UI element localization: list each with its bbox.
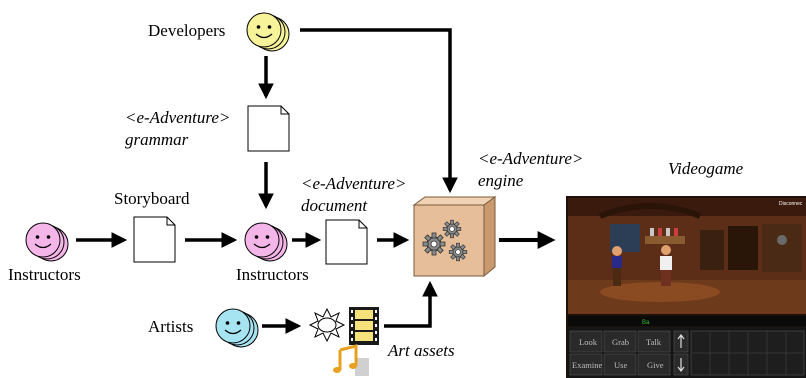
page-fold: [166, 217, 175, 226]
verb-label: Use: [614, 360, 627, 370]
videogame-label: Videogame: [668, 159, 744, 178]
adventure-document-icon: [325, 219, 368, 265]
arrow-down-icon: [677, 358, 685, 372]
arrow-up-icon: [677, 334, 685, 348]
art-assets-label: Art assets: [387, 341, 455, 360]
game-status-text: Ba: [642, 320, 650, 326]
grammar-tag-label: <e-Adventure>: [125, 108, 230, 127]
verb-examine-button[interactable]: [569, 353, 603, 376]
verb-look-button[interactable]: [569, 330, 603, 353]
developers-faces-icon: [246, 12, 290, 52]
instructors-left-faces-icon: [25, 222, 69, 262]
verb-label: Grab: [612, 337, 629, 347]
gear-icon: [422, 232, 446, 256]
verb-talk-button[interactable]: [637, 330, 671, 353]
verb-label: Talk: [646, 337, 662, 347]
face-icon: [244, 222, 280, 258]
verb-use-button[interactable]: [603, 353, 637, 376]
instructors-left-label: Instructors: [8, 265, 81, 284]
engine-word-label: engine: [478, 171, 524, 190]
face-icon: [215, 308, 251, 344]
film-strip-icon: [349, 307, 379, 345]
page-fold: [280, 106, 289, 115]
verb-give-button[interactable]: [637, 353, 671, 376]
verb-label: Look: [579, 337, 598, 347]
verb-grab-button[interactable]: [603, 330, 637, 353]
page-fold: [358, 220, 367, 229]
instructors-mid-faces-icon: [244, 222, 288, 262]
instructors-mid-label: Instructors: [236, 265, 309, 284]
storyboard-document-icon: [133, 216, 176, 263]
game-corner-text: Disconnec: [779, 201, 803, 207]
artists-label: Artists: [148, 317, 193, 336]
face-icon: [246, 12, 282, 48]
grammar-word-label: grammar: [125, 130, 189, 149]
gear-icon: [448, 242, 468, 262]
verb-panel: Look Grab Talk Examine Use Give: [569, 330, 805, 376]
music-notes-icon: [333, 344, 369, 376]
developers-label: Developers: [148, 21, 225, 40]
assets-to-engine-arrow: [384, 280, 438, 328]
verb-label: Examine: [572, 360, 602, 370]
artists-faces-icon: [215, 308, 259, 348]
verb-label: Give: [647, 360, 664, 370]
videogame-screenshot: Disconnec Ba Look Grab Talk Examine Use …: [566, 196, 806, 378]
face-icon: [25, 222, 61, 258]
engine-box-icon: [412, 196, 497, 278]
storyboard-label: Storyboard: [114, 189, 190, 208]
sun-icon: [308, 307, 346, 343]
gear-icon: [442, 219, 462, 239]
document-word-label: document: [301, 196, 368, 215]
grammar-document-icon: [247, 105, 290, 152]
document-tag-label: <e-Adventure>: [301, 174, 406, 193]
engine-tag-label: <e-Adventure>: [478, 149, 583, 168]
developers-to-engine-arrow: [300, 28, 458, 194]
